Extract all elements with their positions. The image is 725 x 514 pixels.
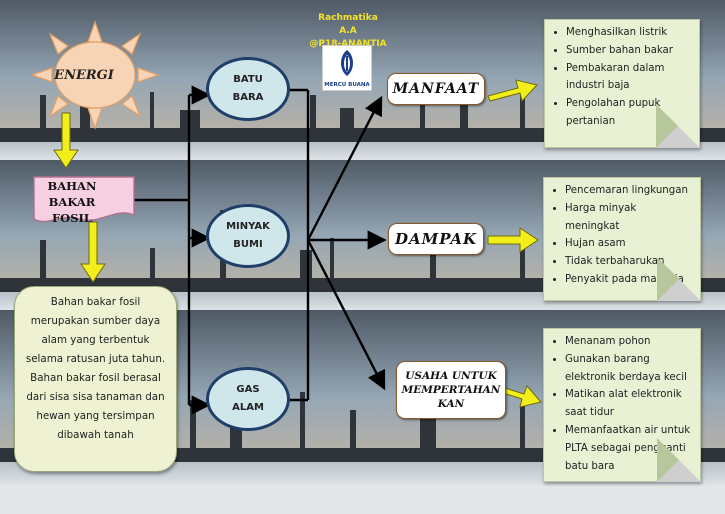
university-logo: MERCU BUANA bbox=[322, 45, 372, 91]
note-dampak: Pencemaran lingkungan Harga minyak menin… bbox=[543, 177, 701, 301]
list-item: Gunakan barang elektronik berdaya kecil bbox=[565, 351, 692, 387]
list-item: Menghasilkan listrik bbox=[566, 24, 691, 42]
list-item: Sumber bahan bakar bbox=[566, 42, 691, 60]
arrow-energy-to-fuel bbox=[53, 112, 79, 169]
note-manfaat: Menghasilkan listrik Sumber bahan bakar … bbox=[544, 19, 700, 148]
list-item: Memanfaatkan air untuk PLTA sebagai peng… bbox=[565, 422, 692, 475]
arrow-to-usaha-list bbox=[502, 385, 542, 408]
fossil-fuel-description: Bahan bakar fosil merupakan sumber daya … bbox=[14, 286, 177, 472]
arrow-fuel-to-description bbox=[80, 221, 106, 283]
author-credit: Rachmatika A.A @P18-ANANTIA bbox=[308, 12, 388, 51]
page-curl bbox=[656, 104, 700, 148]
list-item: Harga minyak meningkat bbox=[565, 200, 692, 236]
topic-usaha: USAHA UNTUK MEMPERTAHAN KAN bbox=[396, 361, 506, 419]
fossil-fuel-banner bbox=[33, 176, 135, 223]
note-usaha: Menanam pohon Gunakan barang elektronik … bbox=[543, 328, 701, 482]
list-item: Hujan asam bbox=[565, 235, 692, 253]
author-name: Rachmatika A.A bbox=[318, 13, 378, 36]
sun-icon bbox=[30, 20, 160, 130]
topic-manfaat: MANFAAT bbox=[387, 73, 485, 105]
logo-text: MERCU BUANA bbox=[324, 82, 370, 88]
list-item: Penyakit pada manusia bbox=[565, 271, 692, 289]
arrow-to-dampak-list bbox=[487, 227, 539, 253]
energy-label: ENERGI bbox=[54, 68, 114, 83]
list-item: Menanam pohon bbox=[565, 333, 692, 351]
list-item: Pembakaran dalam industri baja bbox=[566, 60, 691, 96]
fossil-fuel-label: BAHAN BAKAR FOSIL bbox=[47, 179, 97, 225]
topic-dampak: DAMPAK bbox=[388, 223, 484, 255]
list-item: Pencemaran lingkungan bbox=[565, 182, 692, 200]
list-item: Tidak terbaharukan bbox=[565, 253, 692, 271]
page-curl bbox=[657, 438, 701, 482]
author-id: @P18-ANANTIA bbox=[309, 39, 387, 49]
list-item: Matikan alat elektronik saat tidur bbox=[565, 386, 692, 422]
page-curl bbox=[657, 257, 701, 301]
logo-emblem-icon bbox=[341, 50, 353, 76]
arrow-to-manfaat-list bbox=[487, 79, 538, 103]
list-item: Pengolahan pupuk pertanian bbox=[566, 95, 691, 131]
